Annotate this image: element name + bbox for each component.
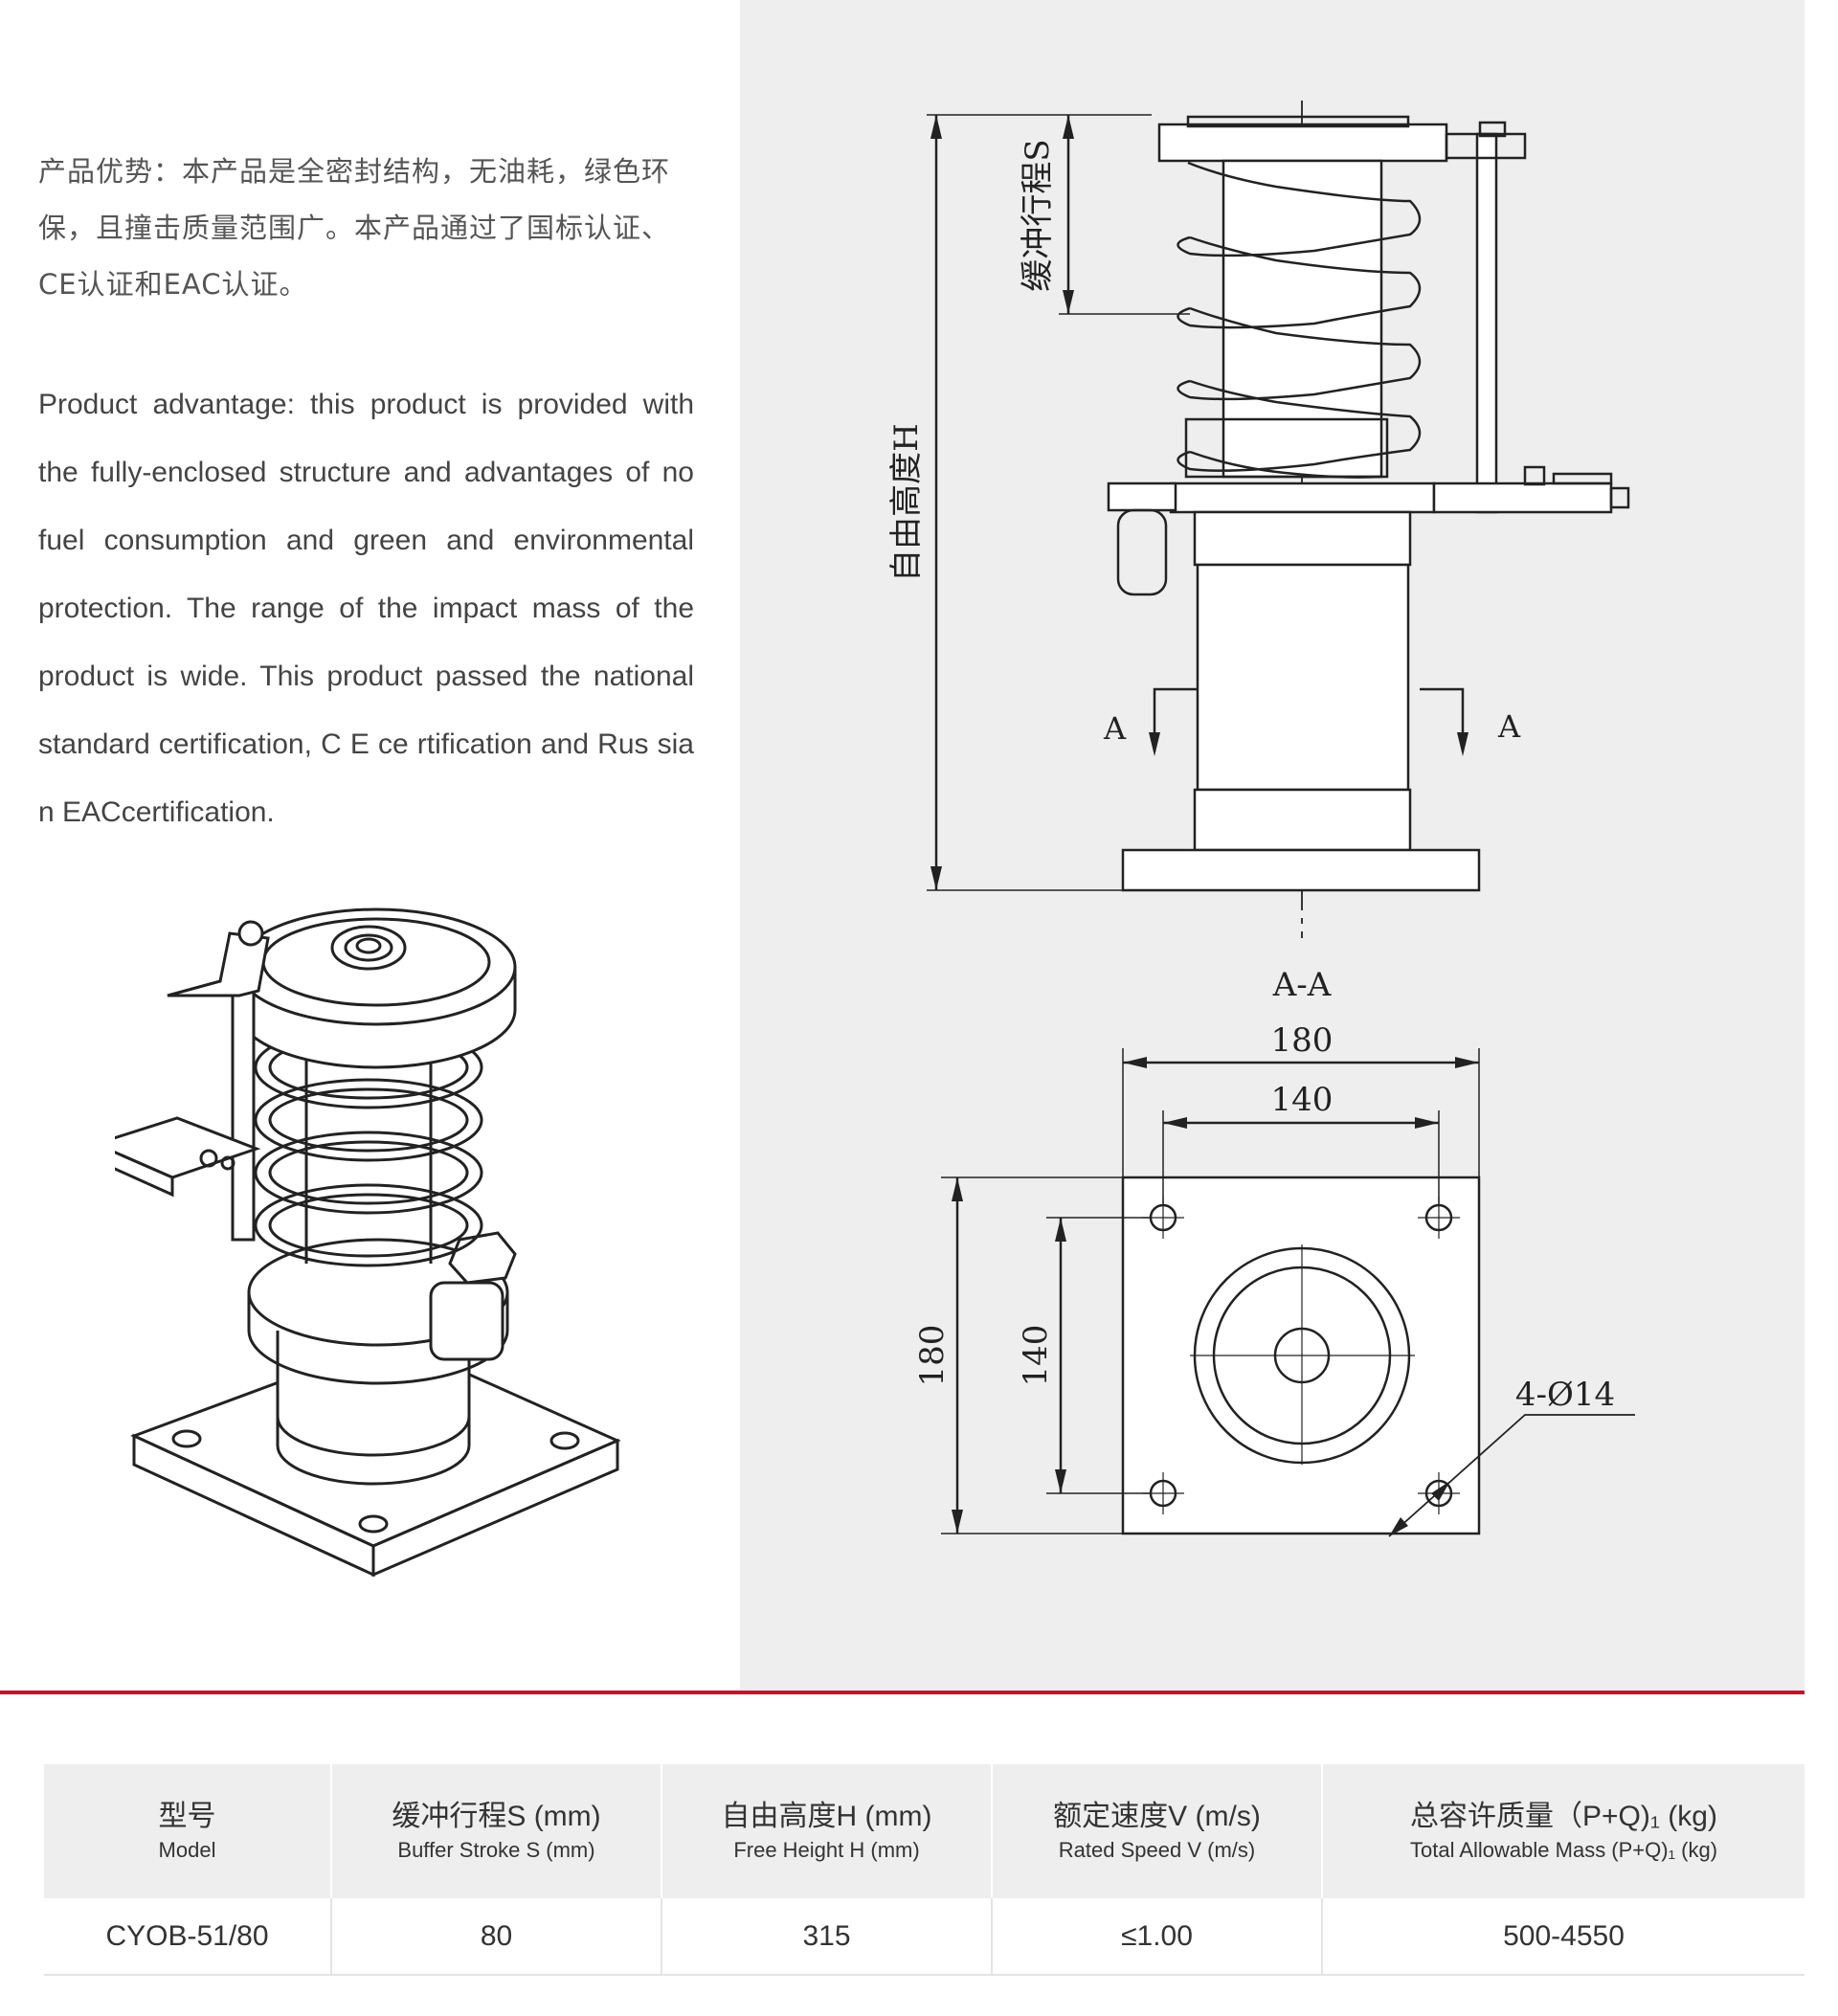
header-en: Model: [158, 1838, 216, 1862]
header-cn: 型号: [158, 1801, 216, 1832]
header-rated-speed: 额定速度V (m/s) Rated Speed V (m/s): [991, 1764, 1322, 1898]
cell-model: CYOB-51/80: [105, 1919, 269, 1952]
cell-buffer-stroke: 80: [330, 1898, 661, 1975]
chinese-description: 产品优势：本产品是全密封结构，无油耗，绿色环 保，且撞击质量范围广。本产品通过了…: [38, 144, 694, 313]
table-header-row: 型号 Model 缓冲行程S (mm) Buffer Stroke S (mm)…: [44, 1764, 1804, 1898]
header-model: 型号 Model: [44, 1764, 331, 1898]
header-en: Free Height H (mm): [733, 1838, 920, 1862]
header-cn: 额定速度V (m/s): [1053, 1801, 1261, 1832]
hole-callout: 4-Ø14: [1515, 1376, 1615, 1414]
height-dimension-label: 自由高度H: [887, 423, 926, 582]
outer-width-dimension: 180: [1271, 1021, 1334, 1060]
cell-free-height: 315: [661, 1898, 992, 1975]
header-en: Total Allowable Mass (P+Q)₁ (kg): [1409, 1838, 1718, 1862]
spec-table: 型号 Model 缓冲行程S (mm) Buffer Stroke S (mm)…: [44, 1764, 1804, 1976]
header-en: Rated Speed V (m/s): [1058, 1838, 1256, 1862]
section-mark-right: A: [1497, 708, 1521, 745]
english-description: Product advantage: this product is provi…: [38, 389, 694, 828]
table-row: CYOB-51/80 80 315 ≤1.00 500-4550: [44, 1898, 1804, 1975]
technical-drawing: 缓冲行程S 自由高度H A A A-A 180 140 180 140 4-Ø1…: [887, 101, 1635, 1537]
buffer-isometric-illustration: [115, 907, 621, 1578]
stroke-dimension-label: 缓冲行程S: [1019, 139, 1057, 291]
outer-height-dimension: 180: [913, 1325, 952, 1387]
header-total-mass: 总容许质量（P+Q)₁ (kg) Total Allowable Mass (P…: [1321, 1764, 1804, 1898]
cn-line: CE认证和EAC认证。: [38, 268, 308, 301]
red-divider: [0, 1691, 1804, 1694]
inner-height-dimension: 140: [1017, 1325, 1055, 1387]
section-mark-left: A: [1103, 710, 1127, 747]
header-en: Buffer Stroke S (mm): [397, 1838, 595, 1862]
cn-line: 保，且撞击质量范围广。本产品通过了国标认证、: [38, 212, 671, 244]
header-cn: 缓冲行程S (mm): [392, 1801, 601, 1832]
cell-total-mass: 500-4550: [1321, 1898, 1804, 1975]
inner-width-dimension: 140: [1271, 1081, 1334, 1119]
cell-rated-speed: ≤1.00: [991, 1898, 1322, 1975]
cn-line: 产品优势：本产品是全密封结构，无油耗，绿色环: [38, 155, 671, 188]
header-buffer-stroke: 缓冲行程S (mm) Buffer Stroke S (mm): [330, 1764, 661, 1898]
header-cn: 总容许质量（P+Q)₁ (kg): [1410, 1801, 1717, 1832]
section-title: A-A: [1272, 966, 1332, 1004]
header-free-height: 自由高度H (mm) Free Height H (mm): [661, 1764, 992, 1898]
header-cn: 自由高度H (mm): [721, 1801, 932, 1832]
